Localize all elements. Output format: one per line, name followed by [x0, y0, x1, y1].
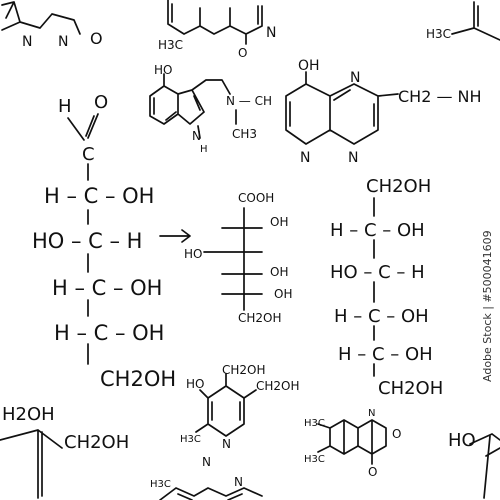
indole-molecule: HO N — CH CH3 N H	[149, 63, 272, 155]
pyridoxine-ch2oh-right: CH2OH	[256, 379, 300, 393]
glucose-row-1: H – C – OH	[44, 184, 154, 208]
glucose-row-3: H – C – OH	[52, 276, 162, 300]
glucose-ch2oh: CH2OH	[100, 367, 176, 391]
glucose-projection: H O C H – C – OH HO – C – H H – C – OH H…	[32, 92, 176, 391]
flavin-o1: O	[392, 427, 401, 441]
bottom-center-n2: N	[234, 475, 243, 489]
sorbitol-row-1: H – C – OH	[330, 220, 425, 241]
acid-cooh: COOH	[238, 191, 274, 205]
pyridoxine-h3c: H3C	[180, 434, 201, 445]
glucose-h: H	[58, 96, 72, 117]
acid-row-2: HO	[184, 247, 202, 261]
flavin-n1: N	[368, 408, 375, 419]
top-left-n1: N	[22, 34, 32, 50]
top-left-molecule: N N O	[1, 1, 103, 50]
bottom-center-h3c: H3C	[150, 479, 171, 490]
pyridoxine-n: N	[222, 437, 231, 451]
naphthyridine-oh: OH	[298, 58, 320, 74]
pyridoxine-molecule: CH2OH HO CH2OH H3C N	[180, 363, 300, 451]
naphthyridine-n1: N	[350, 70, 360, 86]
sorbitol-projection: CH2OH H – C – OH HO – C – H H – C – OH H…	[330, 176, 443, 399]
naphthyridine-ch2nh: CH2 — NH	[398, 87, 482, 106]
flavin-h3c2: H3C	[304, 454, 325, 465]
acid-row-1: OH	[270, 215, 288, 229]
flavin-molecule: H3C H3C N O O	[304, 408, 401, 479]
top-center-h3c: H3C	[158, 38, 183, 52]
top-right-molecule: H3C	[426, 1, 500, 41]
pyridoxine-ho: HO	[186, 377, 204, 391]
glucose-row-2: HO – C – H	[32, 229, 142, 253]
bottom-center-molecule: N H3C N	[150, 455, 263, 500]
reaction-arrow	[159, 229, 191, 243]
stock-watermark: Adobe Stock | #500041609	[481, 230, 494, 382]
sorbitol-row-4: H – C – OH	[338, 344, 433, 365]
bottom-right-ho: HO	[448, 430, 476, 451]
flavin-o2: O	[368, 465, 377, 479]
top-center-o: O	[238, 46, 247, 60]
top-center-molecule: H3C O N	[158, 0, 276, 60]
bottom-left-h2oh: H2OH	[2, 404, 55, 425]
naphthyridine-molecule: OH N CH2 — NH N N	[285, 58, 482, 166]
indole-n: N	[192, 129, 201, 143]
glucose-o: O	[94, 92, 108, 113]
sorbitol-row-2: HO – C – H	[330, 262, 425, 283]
indole-h: H	[200, 144, 208, 155]
glucose-c: C	[82, 144, 95, 165]
indole-ch3: CH3	[232, 127, 257, 141]
acid-ch2oh: CH2OH	[238, 311, 282, 325]
bottom-left-ch2oh: CH2OH	[64, 432, 129, 453]
naphthyridine-n3: N	[348, 150, 358, 166]
top-left-n2: N	[58, 34, 68, 50]
indole-n-methyl: N — CH	[226, 94, 272, 108]
top-right-h3c: H3C	[426, 27, 451, 41]
acid-row-3: OH	[270, 265, 288, 279]
bottom-left-molecule: H2OH CH2OH	[0, 404, 129, 499]
bottom-center-n1: N	[202, 455, 211, 469]
acid-projection: COOH OH HO OH OH CH2OH	[184, 191, 292, 325]
glucose-row-4: H – C – OH	[54, 321, 164, 345]
bottom-right-molecule: HO	[448, 430, 500, 499]
indole-ho: HO	[154, 63, 172, 77]
top-center-n: N	[266, 25, 276, 41]
sorbitol-ch2oh-top: CH2OH	[366, 176, 431, 197]
naphthyridine-n2: N	[300, 150, 310, 166]
sorbitol-row-3: H – C – OH	[334, 306, 429, 327]
sorbitol-ch2oh-bottom: CH2OH	[378, 378, 443, 399]
flavin-h3c1: H3C	[304, 418, 325, 429]
top-left-o: O	[90, 29, 103, 48]
acid-row-4: OH	[274, 287, 292, 301]
pyridoxine-ch2oh-top: CH2OH	[222, 363, 266, 377]
